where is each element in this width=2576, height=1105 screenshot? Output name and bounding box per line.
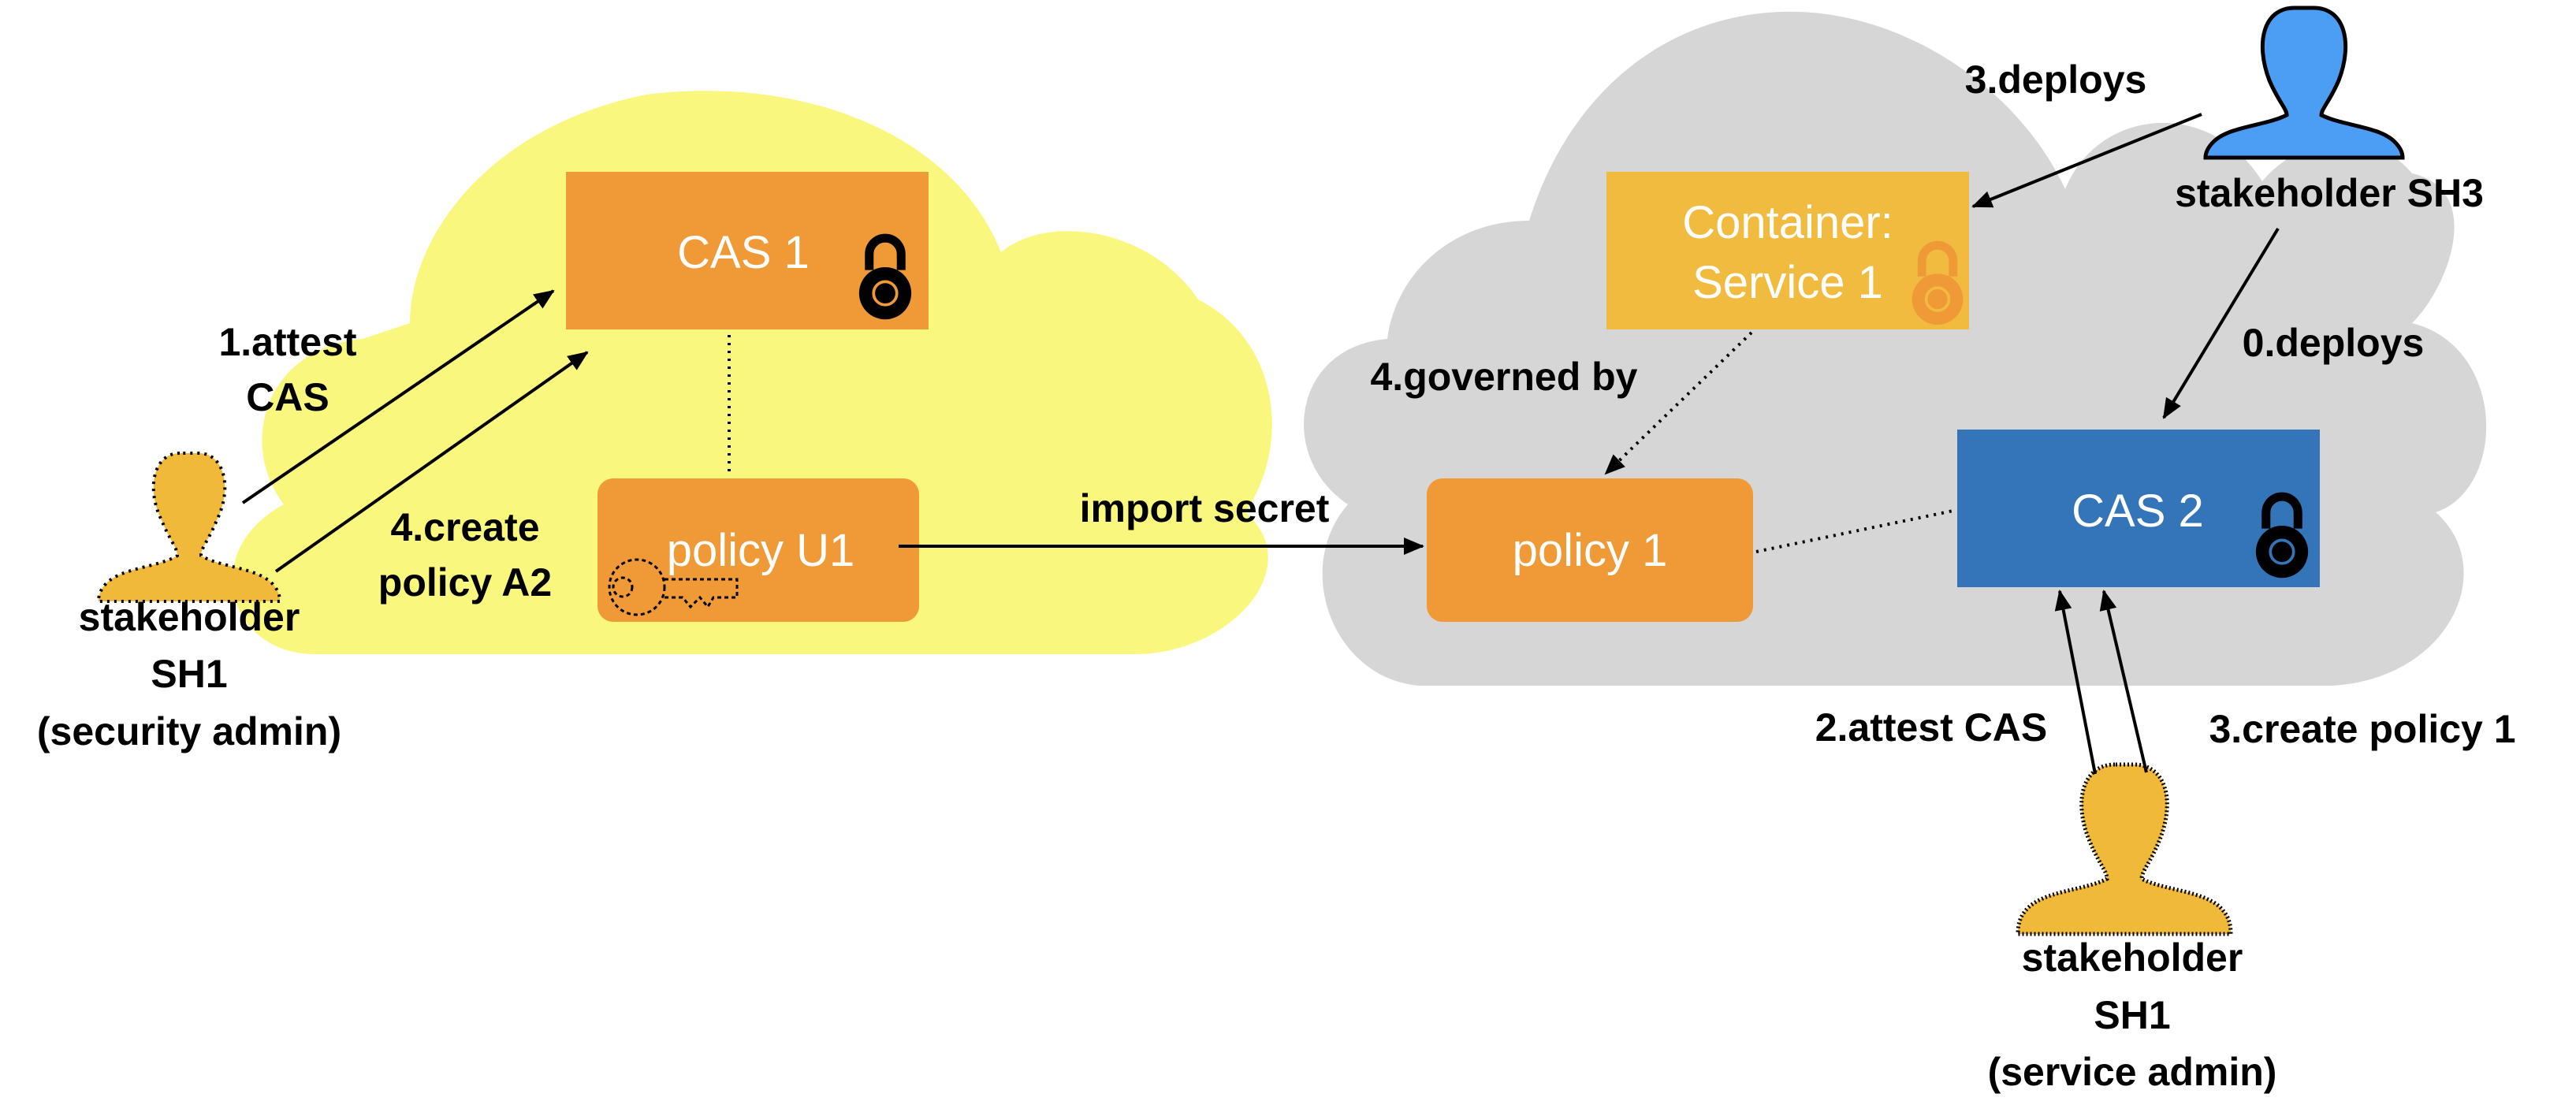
attest-cas1-arrow	[241, 289, 555, 504]
create-a2-label-2: policy A2	[378, 560, 552, 605]
cas1-box[interactable]: CAS 1	[566, 172, 929, 329]
policy1-label: policy 1	[1513, 525, 1668, 576]
container-label-line1: Container:	[1682, 197, 1893, 248]
deploys-container-arrow	[1971, 113, 2202, 208]
sh1-service-label-2: SH1	[2094, 993, 2170, 1037]
attest-cas1-label-1: 1.attest	[218, 320, 356, 364]
sh1-security-label-3: (security admin)	[37, 709, 341, 753]
governed-by-arrow	[1604, 331, 1753, 475]
deploys-cas2-arrow	[2162, 227, 2280, 419]
deploys-container-label: 3.deploys	[1965, 58, 2147, 102]
sh3-label: stakeholder SH3	[2175, 171, 2484, 215]
policy-u1-label: policy U1	[667, 525, 855, 576]
sh1-security-label-1: stakeholder	[79, 595, 300, 639]
cas2-box[interactable]: CAS 2	[1957, 430, 2320, 587]
yellow-cloud	[232, 91, 1272, 654]
create-policy1-label: 3.create policy 1	[2209, 707, 2515, 751]
attest-cas1-label-2: CAS	[246, 375, 329, 419]
person-icon	[2203, 6, 2405, 160]
person-icon	[2016, 762, 2233, 936]
policy1-box[interactable]: policy 1	[1427, 478, 1753, 622]
attest-cas2-arrow	[2054, 590, 2097, 775]
sh1-service-label-1: stakeholder	[2022, 936, 2243, 980]
create-a2-label-1: 4.create	[390, 505, 539, 549]
policy1-cas2-link	[1755, 509, 1954, 553]
person-icon	[96, 452, 282, 603]
governed-by-label: 4.governed by	[1371, 355, 1638, 399]
key-icon	[608, 558, 739, 616]
create-policy-a2-arrow	[274, 351, 589, 573]
sh1-security-label-2: SH1	[151, 652, 227, 696]
container-label-line2: Service 1	[1692, 257, 1883, 308]
cas2-label: CAS 2	[2072, 486, 2204, 537]
attest-cas2-label: 2.attest CAS	[1815, 705, 2048, 750]
container-service1-box[interactable]: Container: Service 1	[1606, 172, 1969, 329]
deploys-cas2-label: 0.deploys	[2243, 321, 2425, 365]
policy-u1-box[interactable]: policy U1	[597, 478, 919, 622]
create-policy1-arrow	[2099, 590, 2148, 773]
sh1-service-label-3: (service admin)	[1988, 1050, 2277, 1094]
import-secret-label: import secret	[1080, 486, 1330, 530]
cas1-label: CAS 1	[677, 227, 810, 278]
